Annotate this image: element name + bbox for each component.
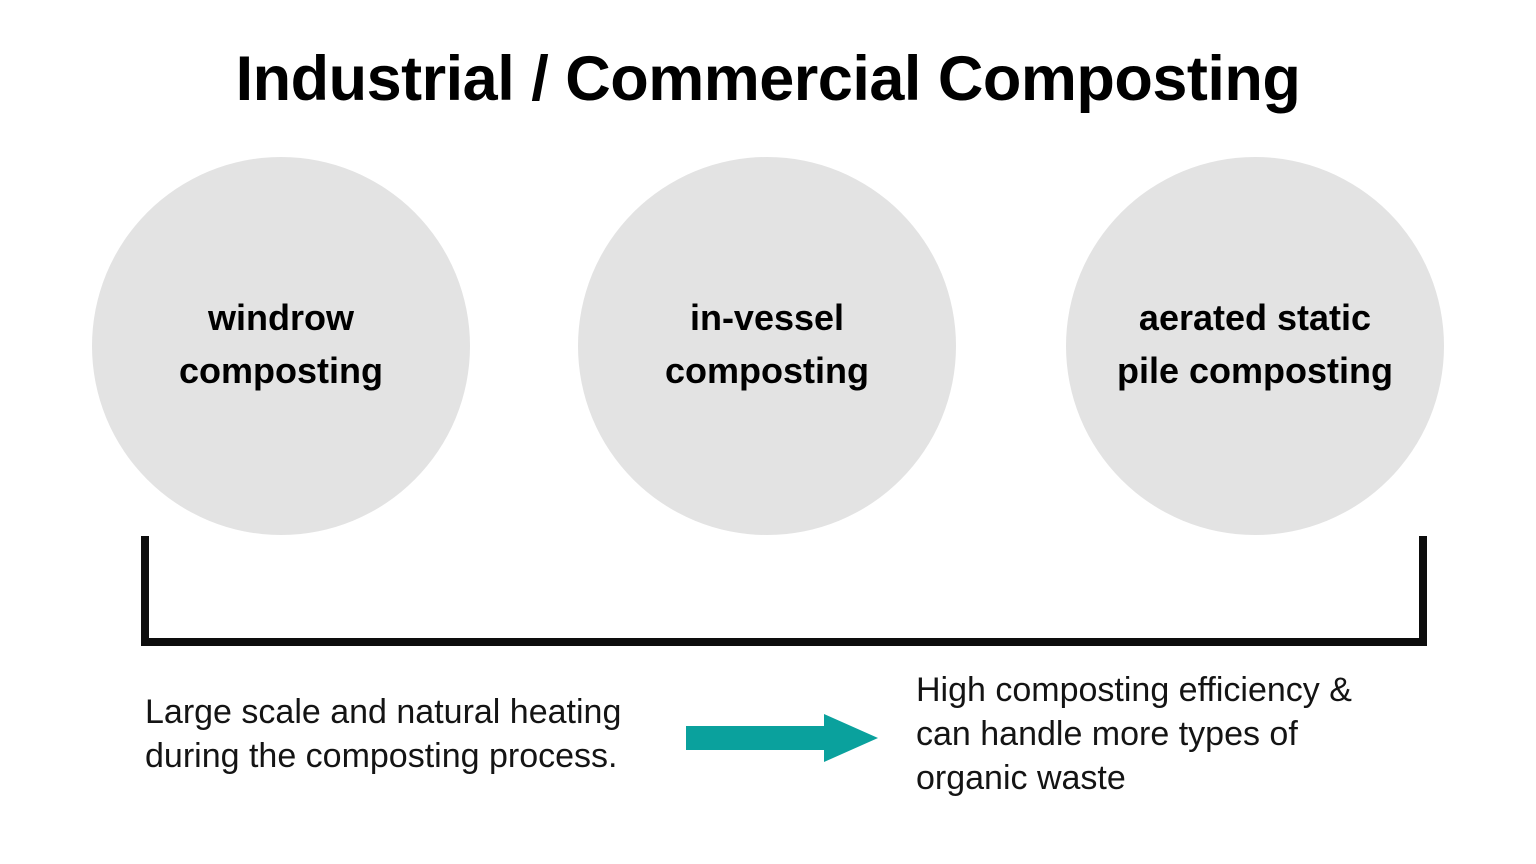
grouping-bracket (141, 536, 1427, 646)
bracket-right-arm (1419, 536, 1427, 646)
node-label: in-vessel composting (665, 297, 869, 391)
right-arrow-icon (686, 714, 878, 762)
bracket-base-line (141, 638, 1427, 646)
node-circle-windrow-composting: windrow composting (92, 157, 470, 535)
diagram-title: Industrial / Commercial Composting (235, 44, 1301, 114)
bracket-left-arm (141, 536, 149, 646)
caption-left-text: Large scale and natural heating during t… (145, 693, 622, 775)
node-label: windrow composting (179, 297, 383, 391)
node-label: aerated static pile composting (1116, 297, 1393, 391)
node-circle-aerated-static-pile-composting: aerated static pile composting (1066, 157, 1444, 535)
caption-right-text: High composting efficiency & can handle … (916, 671, 1352, 797)
node-circle-in-vessel-composting: in-vessel composting (578, 157, 956, 535)
